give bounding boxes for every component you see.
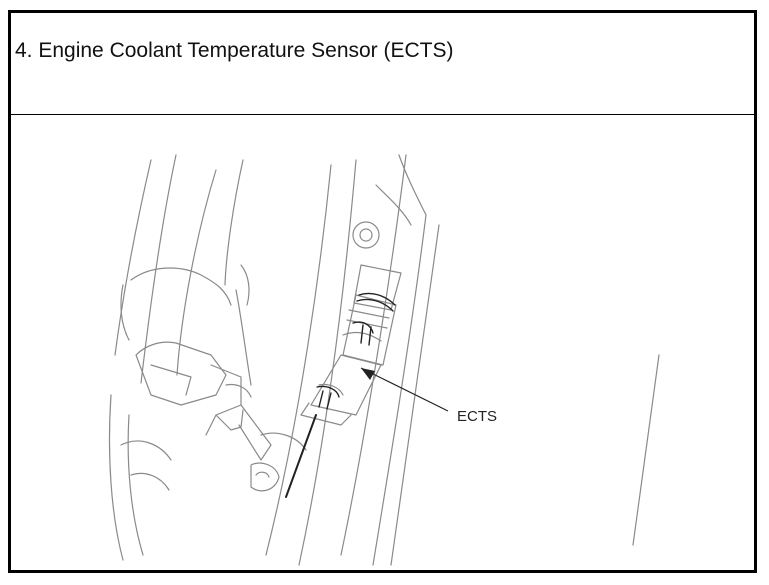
- arrow-head-icon: [361, 368, 375, 380]
- ects-callout: ECTS: [360, 367, 497, 425]
- engine-outline: [108, 154, 660, 566]
- callout-label: ECTS: [457, 408, 497, 425]
- page-title: 4. Engine Coolant Temperature Sensor (EC…: [15, 39, 454, 62]
- title-section: 4. Engine Coolant Temperature Sensor (EC…: [11, 13, 754, 115]
- diagram-area: ECTS: [11, 115, 754, 570]
- callout-leader-line: [360, 367, 449, 412]
- document-frame: 4. Engine Coolant Temperature Sensor (EC…: [8, 10, 757, 573]
- engine-illustration: ECTS: [108, 154, 660, 566]
- sensor-detail: [285, 292, 396, 498]
